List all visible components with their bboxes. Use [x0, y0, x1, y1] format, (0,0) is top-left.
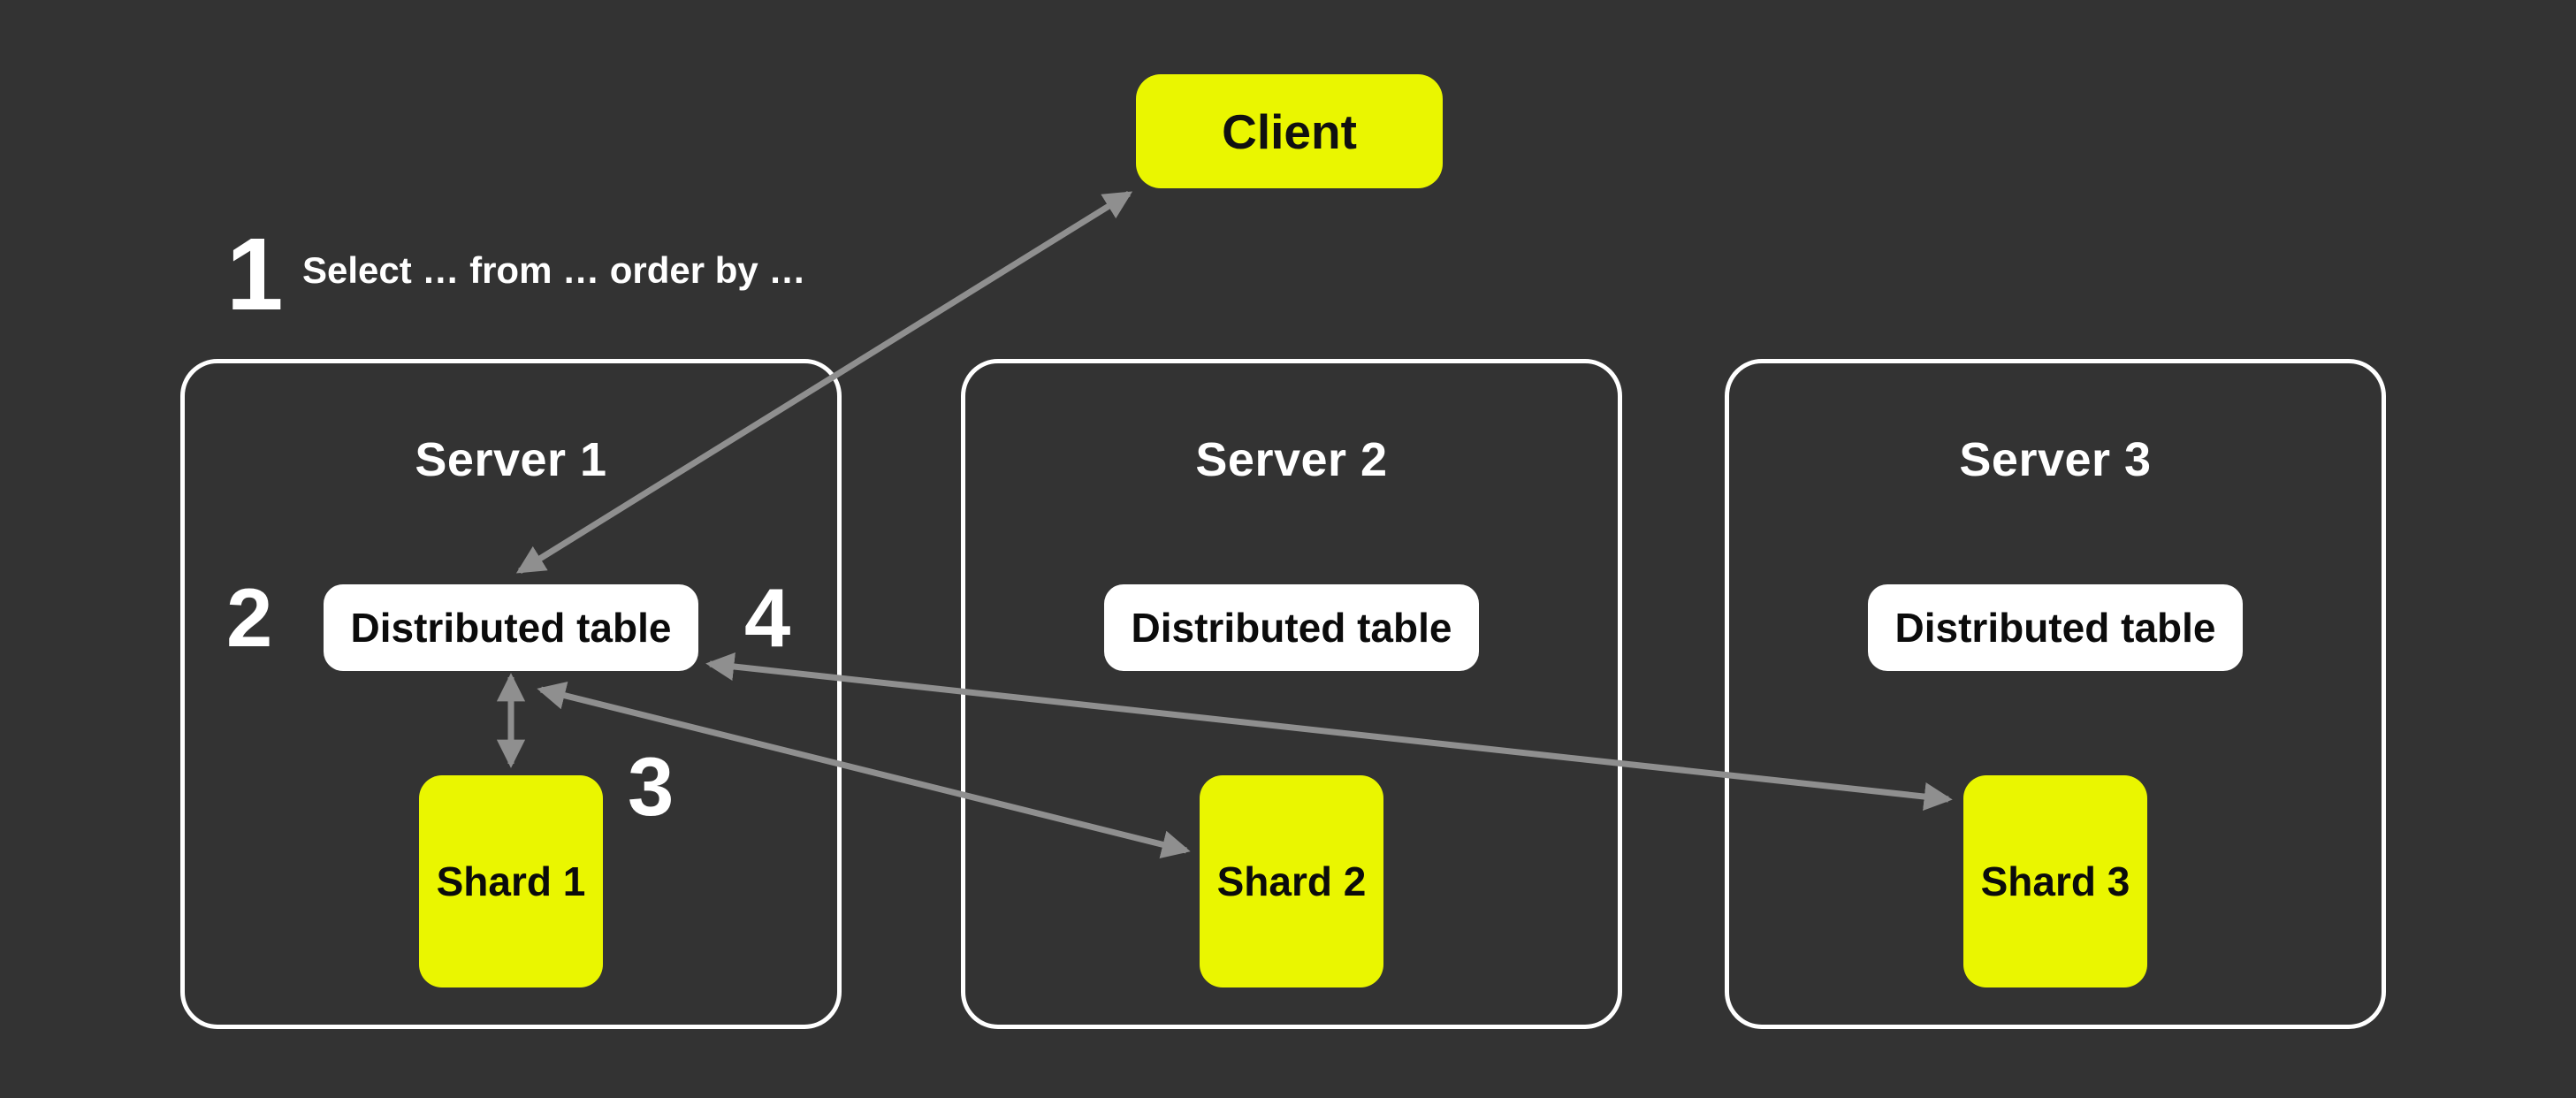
distributed-table-3-label: Distributed table [1894, 605, 2216, 651]
client-label: Client [1222, 103, 1357, 159]
step-1-query-text: Select … from … order by … [302, 249, 806, 291]
distributed-table-1: Distributed table [324, 584, 698, 671]
step-1-number: 1 [226, 217, 284, 332]
step-4-number: 4 [744, 571, 791, 664]
step-2-number: 2 [226, 571, 273, 664]
server-2-title: Server 2 [1195, 433, 1388, 486]
server-2-box: Server 2 Distributed table Shard 2 [961, 359, 1622, 1029]
distributed-table-1-label: Distributed table [350, 605, 672, 651]
shard-2-label: Shard 2 [1216, 858, 1367, 904]
step-3-number: 3 [628, 740, 674, 833]
client-node: Client [1136, 74, 1443, 188]
distributed-table-2-label: Distributed table [1131, 605, 1452, 651]
shard-3-label: Shard 3 [1980, 858, 2130, 904]
distributed-table-2: Distributed table [1104, 584, 1479, 671]
shard-2-node: Shard 2 [1200, 775, 1383, 987]
server-3-title: Server 3 [1959, 433, 2152, 486]
server-1-title: Server 1 [415, 433, 607, 486]
shard-1-label: Shard 1 [436, 858, 586, 904]
server-3-box: Server 3 Distributed table Shard 3 [1725, 359, 2386, 1029]
server-1-box: Server 1 Distributed table Shard 1 [180, 359, 842, 1029]
shard-1-node: Shard 1 [419, 775, 603, 987]
shard-3-node: Shard 3 [1963, 775, 2147, 987]
distributed-table-3: Distributed table [1868, 584, 2243, 671]
